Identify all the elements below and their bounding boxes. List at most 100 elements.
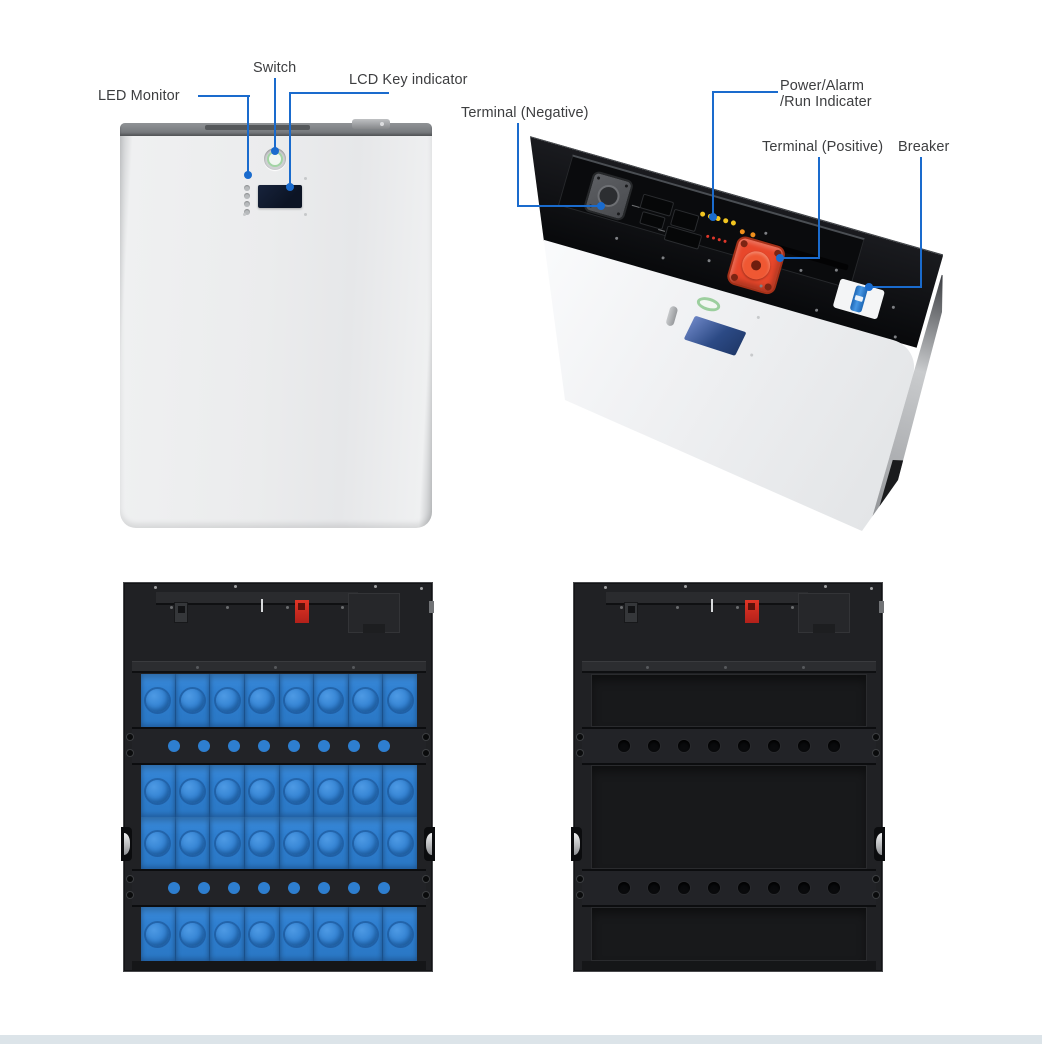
battery-cell [210, 817, 245, 869]
top-handle [352, 119, 390, 129]
battery-cell [314, 674, 349, 727]
retainer-hole [198, 882, 210, 894]
cell-cap [284, 779, 308, 803]
battery-cell [383, 907, 417, 961]
cell-cap [388, 922, 412, 946]
cell-cap [354, 689, 378, 712]
retainer-hole [168, 740, 180, 752]
frame-screw [154, 586, 157, 589]
battery-cell [279, 674, 315, 727]
battery-cell [383, 674, 417, 727]
battery-cell-row [141, 907, 417, 961]
retainer-hole [378, 740, 390, 752]
cell-cap [388, 779, 412, 803]
retainer-hole [738, 882, 750, 894]
retainer-hole [618, 740, 630, 752]
cell-cap [319, 831, 343, 855]
battery-cell-row [141, 674, 417, 727]
frame-screw [684, 585, 687, 588]
battery-front-view [120, 119, 432, 528]
retainer-bar [132, 869, 426, 907]
indicator-leader-line [712, 91, 778, 93]
terminal-positive-leader-line [818, 157, 820, 259]
cell-cap [354, 922, 378, 946]
retainer-bar [132, 727, 426, 765]
bar-screws [577, 734, 583, 740]
positive-terminal-boss [738, 248, 774, 283]
retainer-hole [288, 740, 300, 752]
panel-screw [614, 236, 619, 241]
battery-cell [348, 674, 384, 727]
negative-terminal-stub [624, 602, 638, 623]
cell-cap [388, 831, 412, 855]
panel-marking [631, 204, 640, 208]
indicator-leader-line [712, 91, 714, 216]
retainer-hole [198, 740, 210, 752]
frame-screw [420, 587, 423, 590]
lcd-leader-dot [286, 183, 294, 191]
cell-cap [146, 779, 170, 803]
bottom-rail [132, 961, 426, 970]
bar-screws [577, 876, 583, 882]
bottom-rail [582, 961, 876, 970]
status-leds [705, 234, 730, 244]
terminal-screw [730, 273, 739, 282]
terminal-positive-leader-line [781, 257, 820, 259]
cell-cap [319, 689, 343, 712]
terminal-negative [582, 169, 635, 222]
bar-screws [127, 876, 133, 882]
cell-cap [180, 689, 204, 712]
label-terminal-negative: Terminal (Negative) [461, 105, 589, 121]
terminal-negative-leader-dot [597, 202, 605, 210]
cell-cap [180, 779, 204, 803]
panel-screw [893, 335, 898, 339]
terminal-screw [763, 282, 773, 292]
indicator-led [699, 211, 706, 218]
battery-cell [210, 765, 245, 817]
frame-tab [429, 601, 434, 613]
retainer-hole [678, 882, 690, 894]
retainer-hole [768, 740, 780, 752]
bar-screws [873, 876, 879, 882]
cell-cap [354, 831, 378, 855]
retainer-bar [582, 727, 876, 765]
retainer-hole [828, 740, 840, 752]
lcd-leader-line [289, 92, 389, 94]
battery-cell [279, 765, 315, 817]
mount-groove [205, 125, 310, 130]
cell-cap [250, 689, 274, 712]
battery-cell [175, 674, 211, 727]
mounting-bracket [582, 661, 876, 673]
retainer-hole [828, 882, 840, 894]
breaker-leader-line [920, 157, 922, 288]
retainer-hole [678, 740, 690, 752]
retainer-hole [738, 740, 750, 752]
cell-cap [250, 779, 274, 803]
retainer-hole [228, 882, 240, 894]
monitor-led [244, 209, 250, 215]
screw-dot [756, 315, 761, 320]
cell-cap [215, 689, 239, 712]
cell-cap [180, 922, 204, 946]
panel-screw [891, 305, 896, 310]
retainer-hole [318, 740, 330, 752]
internal-view-with-cells [121, 582, 435, 972]
frame-screw [824, 585, 827, 588]
battery-cell [348, 765, 384, 817]
retainer-hole [708, 882, 720, 894]
label-breaker: Breaker [898, 139, 950, 155]
bar-screws [423, 734, 429, 740]
side-handle-left [121, 827, 132, 861]
frame-screw [374, 585, 377, 588]
cell-cap [250, 922, 274, 946]
cell-cap [146, 689, 170, 712]
retainer-hole [228, 740, 240, 752]
battery-cell [348, 907, 384, 961]
breaker-notch [854, 294, 864, 302]
bar-screws [873, 734, 879, 740]
panel-marking [658, 228, 666, 232]
battery-cell [141, 907, 176, 961]
lcd-screen [683, 315, 747, 356]
battery-cell [383, 817, 417, 869]
